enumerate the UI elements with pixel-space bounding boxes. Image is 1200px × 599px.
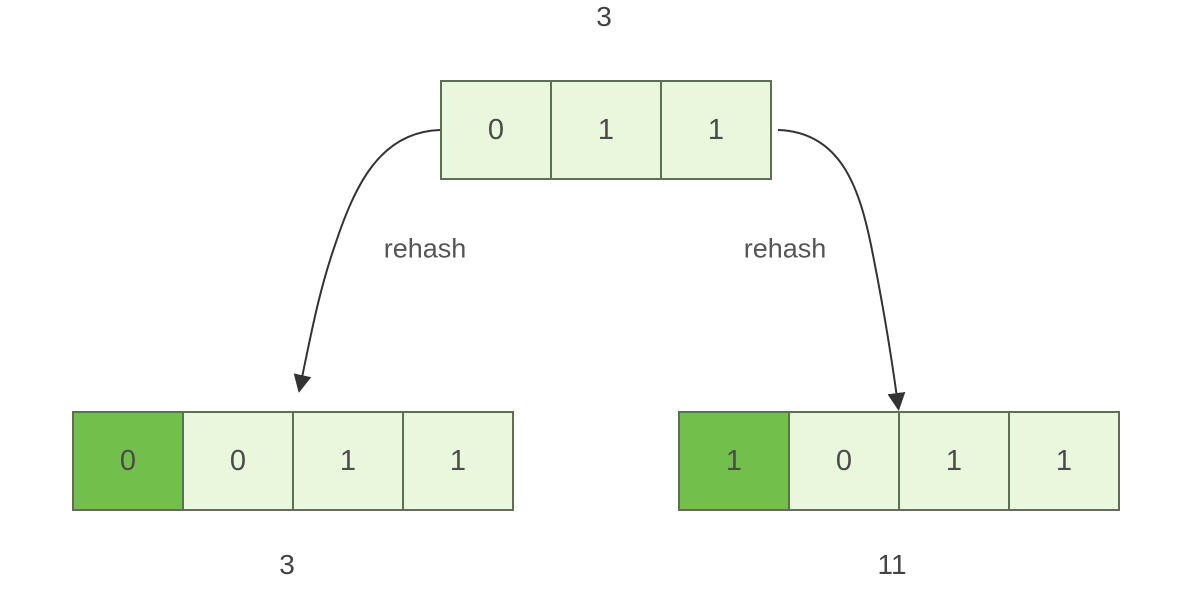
- left-result-value-label: 3: [279, 549, 295, 580]
- right-new-high-bit: 1: [678, 411, 790, 511]
- original-bit-0: 0: [440, 80, 552, 180]
- left-rehash-label: rehash: [383, 233, 467, 264]
- right-result-value-label: 11: [877, 549, 907, 580]
- left-bit-1: 0: [182, 411, 294, 511]
- original-bit-row: 0 1 1: [440, 80, 772, 180]
- left-bit-2: 1: [292, 411, 404, 511]
- right-result-bit-row: 1 0 1 1: [678, 411, 1120, 511]
- right-bit-1: 0: [788, 411, 900, 511]
- right-bit-3: 1: [1008, 411, 1120, 511]
- left-new-high-bit: 0: [72, 411, 184, 511]
- right-bit-2: 1: [898, 411, 1010, 511]
- left-rehash-arrow: [293, 129, 441, 393]
- right-rehash-label: rehash: [743, 233, 827, 264]
- right-rehash-arrow: [777, 129, 906, 411]
- original-value-label: 3: [596, 1, 612, 32]
- original-bit-1: 1: [550, 80, 662, 180]
- original-bit-2: 1: [660, 80, 772, 180]
- left-result-bit-row: 0 0 1 1: [72, 411, 514, 511]
- left-bit-3: 1: [402, 411, 514, 511]
